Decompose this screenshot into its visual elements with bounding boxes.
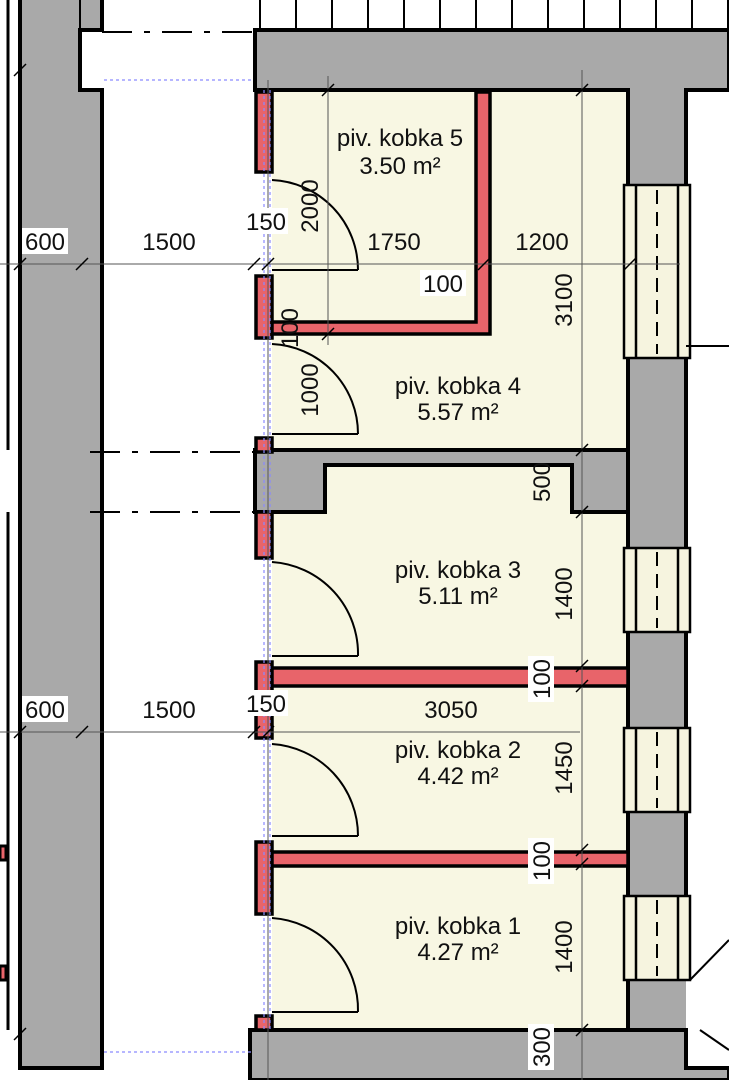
- doors: [271, 179, 360, 1013]
- windows: [622, 183, 692, 982]
- floor-kobka-2: [272, 688, 628, 851]
- dim-kobka1-height: 1400: [551, 920, 578, 973]
- partition-kobka3-2: [270, 666, 630, 688]
- dim-wall-300: 300: [528, 1024, 556, 1070]
- dim-partition-100-a: 100: [420, 270, 466, 298]
- room-name-kobka-3: piv. kobka 3: [395, 557, 521, 584]
- svg-text:600: 600: [25, 697, 65, 724]
- dimension-labels: 600 1500 150 2000 1750 1200 100 3100 100…: [22, 179, 578, 1070]
- room-area-kobka-4: 5.57 m²: [417, 399, 498, 426]
- top-balustrade: [79, 0, 729, 28]
- svg-text:2000: 2000: [297, 179, 324, 232]
- svg-text:100: 100: [529, 841, 556, 881]
- svg-text:100: 100: [277, 308, 304, 348]
- door-kobka-2: [271, 743, 360, 837]
- corridor-dots: [104, 79, 271, 1053]
- svg-text:500: 500: [529, 462, 556, 502]
- window-2: [622, 546, 692, 634]
- dim-kobka5-width: 1750: [367, 229, 420, 256]
- dim-bottom-corridor: 1500: [142, 697, 195, 724]
- room-area-kobka-1: 4.27 m²: [417, 939, 498, 966]
- room-floors: [272, 90, 628, 1030]
- dimension-lines: [0, 70, 680, 1080]
- svg-text:1200: 1200: [515, 229, 568, 256]
- door-kobka-4: [271, 343, 360, 435]
- dim-depth-3100: 3100: [551, 273, 578, 326]
- room-name-kobka-1: piv. kobka 1: [395, 913, 521, 940]
- window-4: [622, 894, 692, 982]
- wall-middle: [253, 448, 630, 514]
- wall-bottom: [248, 1028, 729, 1080]
- dim-kobka4-width: 1200: [515, 229, 568, 256]
- dim-bottom-left: 600: [22, 696, 68, 724]
- svg-text:300: 300: [529, 1027, 556, 1067]
- dim-top-corridor: 1500: [142, 229, 195, 256]
- svg-text:1400: 1400: [551, 567, 578, 620]
- floor-kobka-1: [272, 866, 628, 1030]
- door-kobka-3: [271, 561, 360, 657]
- dim-bottom-door-wall: 150: [244, 690, 288, 718]
- dim-partition-100-d: 100: [528, 838, 556, 884]
- partition-kobka2-1: [270, 850, 630, 868]
- svg-text:3100: 3100: [551, 273, 578, 326]
- svg-text:1000: 1000: [297, 363, 324, 416]
- dim-partition-100-b: 100: [277, 308, 304, 348]
- room-name-kobka-4: piv. kobka 4: [395, 373, 521, 400]
- door-kobka-1: [271, 917, 360, 1013]
- svg-text:600: 600: [25, 229, 65, 256]
- dim-kobka2-height: 1450: [551, 741, 578, 794]
- room-name-kobka-2: piv. kobka 2: [395, 737, 521, 764]
- svg-text:1400: 1400: [551, 920, 578, 973]
- floor-kobka-3: [272, 465, 628, 666]
- partition-kobka5: [270, 90, 492, 336]
- dim-door-1000: 1000: [297, 363, 324, 416]
- dimension-ticks: [13, 63, 637, 1041]
- svg-text:1500: 1500: [142, 229, 195, 256]
- svg-text:3050: 3050: [424, 697, 477, 724]
- room-labels: piv. kobka 5 3.50 m² piv. kobka 4 5.57 m…: [337, 125, 521, 966]
- window-1: [622, 183, 692, 360]
- door-kobka-5: [271, 179, 360, 271]
- dim-kobka5-height: 2000: [297, 179, 324, 232]
- window-3: [622, 726, 692, 814]
- room-name-kobka-5: piv. kobka 5: [337, 125, 463, 152]
- svg-text:150: 150: [246, 209, 286, 236]
- svg-text:100: 100: [423, 271, 463, 298]
- svg-text:150: 150: [246, 691, 286, 718]
- corridor-dashes: [90, 31, 255, 513]
- room-area-kobka-5: 3.50 m²: [359, 153, 440, 180]
- svg-text:1450: 1450: [551, 741, 578, 794]
- svg-text:1500: 1500: [142, 697, 195, 724]
- dim-bottom-width: 3050: [424, 697, 477, 724]
- left-edge-details: [0, 0, 10, 1030]
- right-edge-details: [686, 345, 729, 1051]
- dim-partition-100-c: 100: [528, 656, 556, 702]
- svg-text:100: 100: [529, 659, 556, 699]
- dim-top-door-wall: 150: [244, 208, 288, 236]
- room-area-kobka-3: 5.11 m²: [418, 583, 498, 610]
- room-area-kobka-2: 4.42 m²: [417, 763, 498, 790]
- dim-offset-500: 500: [529, 462, 556, 502]
- dim-top-left: 600: [22, 228, 68, 256]
- wall-left: [18, 0, 104, 1070]
- svg-text:1750: 1750: [367, 229, 420, 256]
- dim-kobka3-height: 1400: [551, 567, 578, 620]
